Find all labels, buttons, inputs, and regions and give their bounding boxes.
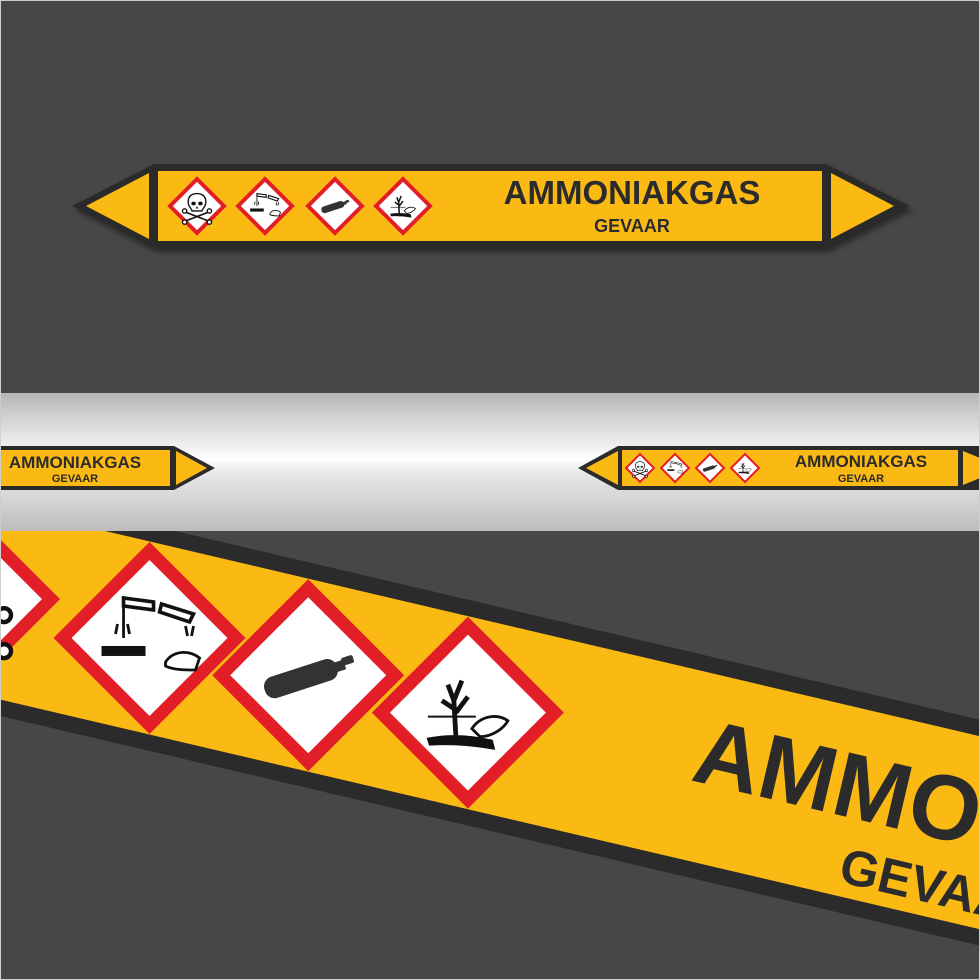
- pipe-marker-right: AMMONIAKGAS GEVAAR: [578, 446, 980, 490]
- marker-title: AMMONIAKGAS: [504, 174, 761, 211]
- marker-title: AMMONIAKGAS: [9, 453, 141, 472]
- marker-subtitle: GEVAAR: [52, 473, 98, 485]
- pipe-marker-left: AMMONIAKGAS GEVAAR: [0, 446, 215, 490]
- marker-subtitle: GEVAAR: [594, 216, 670, 236]
- pipe-marker-top: AMMONIAKGAS GEVAAR: [72, 164, 910, 248]
- marker-title: AMMONIAKGAS: [795, 452, 927, 471]
- marker-subtitle: GEVAAR: [838, 473, 884, 485]
- closeup-marker: AMMONIAKGAS GEVAAR: [0, 531, 980, 980]
